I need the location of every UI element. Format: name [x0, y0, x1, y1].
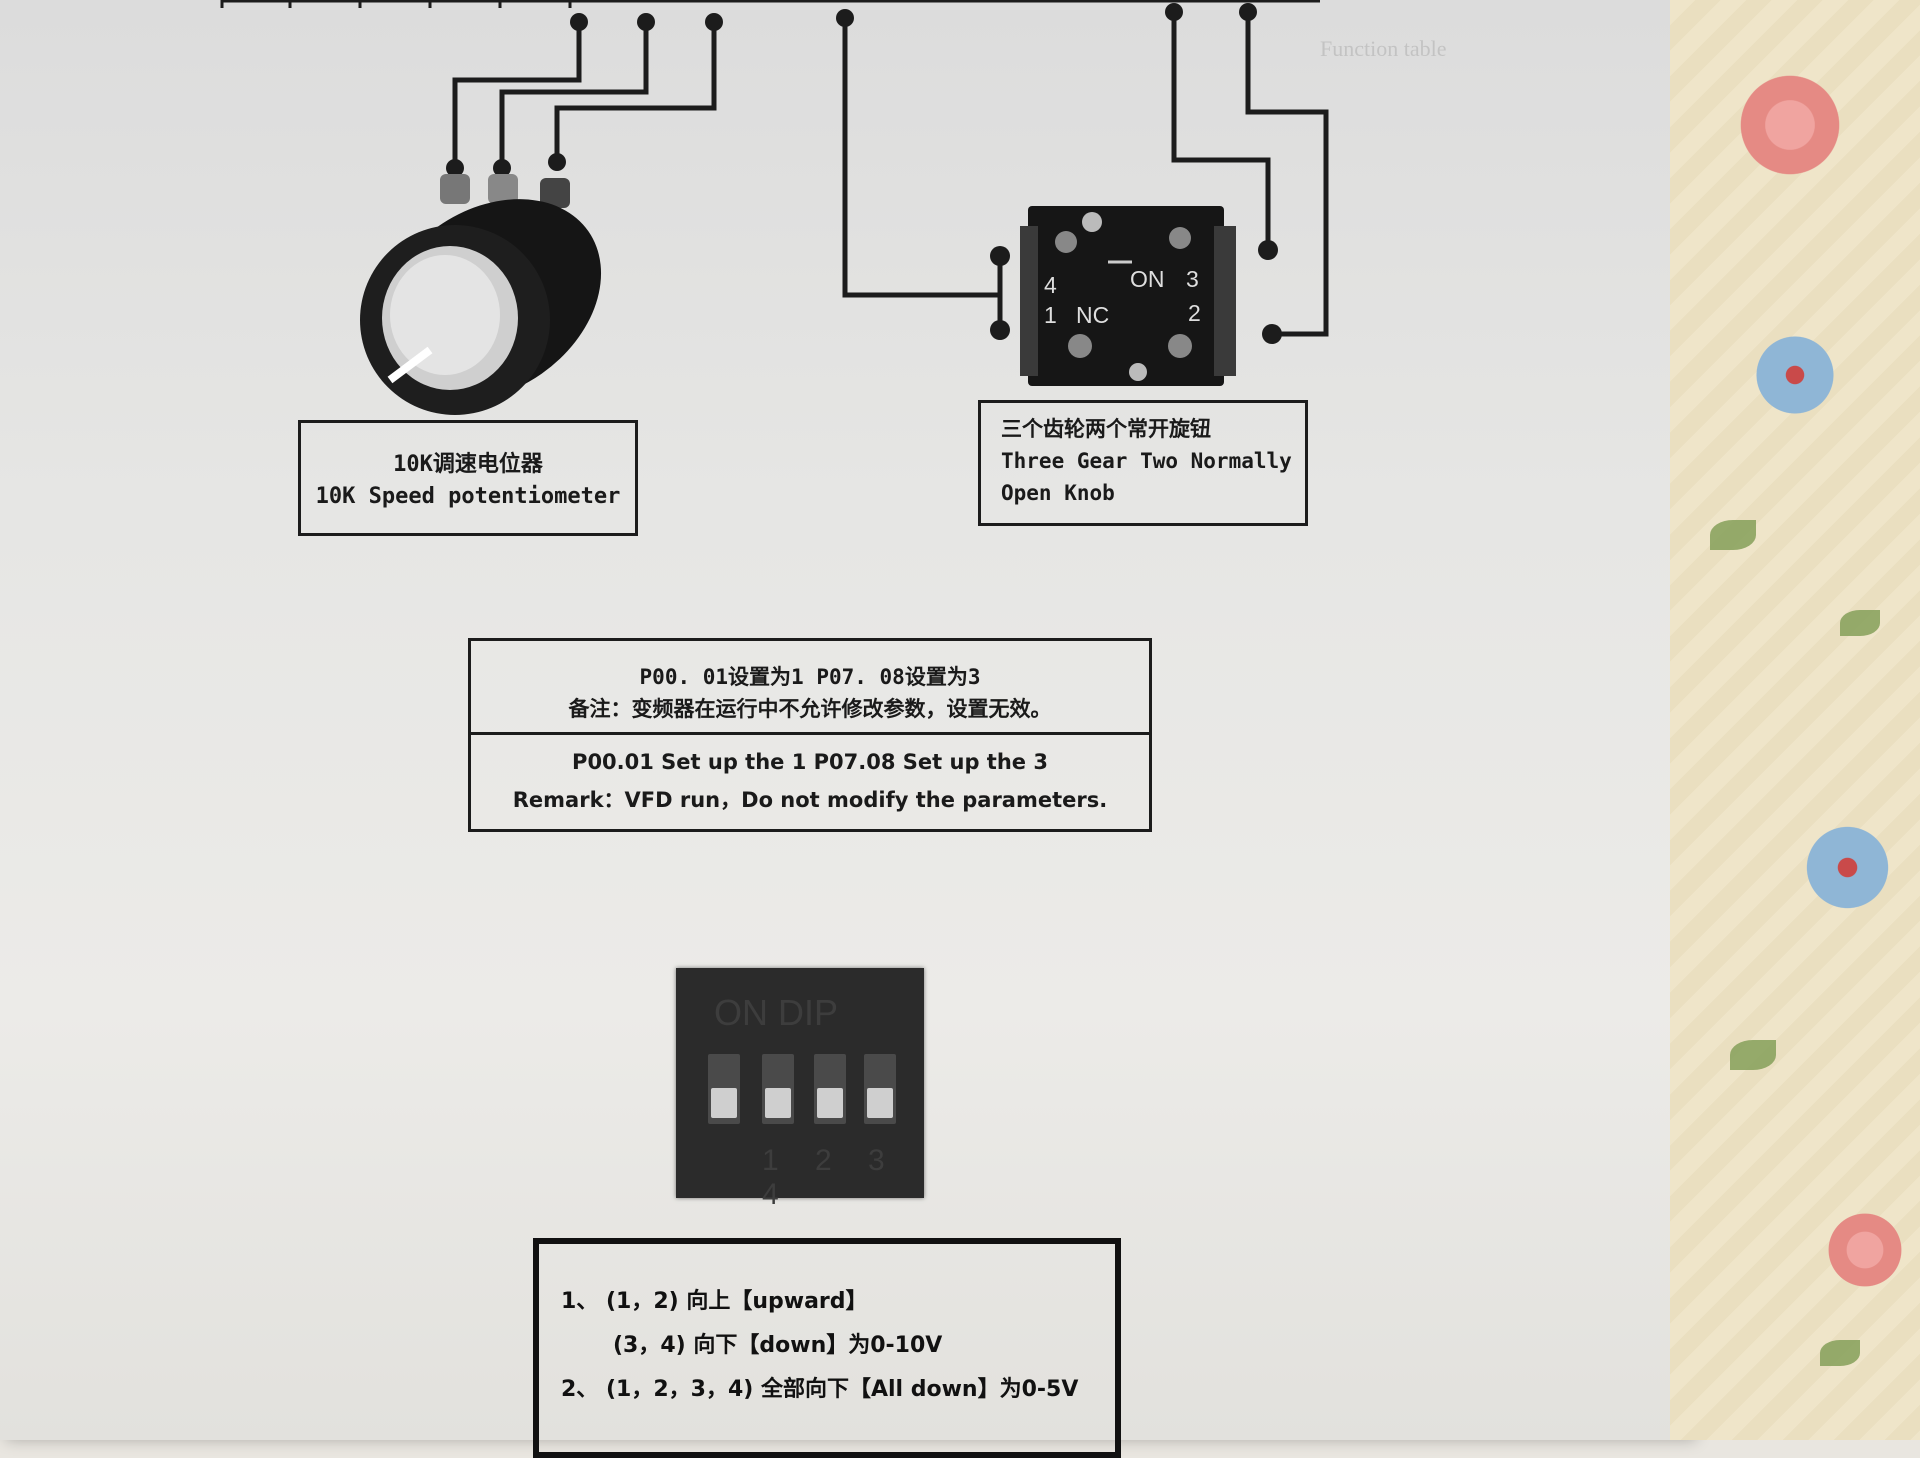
leaf [1730, 1040, 1776, 1070]
note-cn-line2: 备注：变频器在运行中不允许修改参数，设置无效。 [568, 697, 1052, 721]
knob-wires [842, 12, 1329, 337]
knob-switch-drawing [1020, 206, 1236, 386]
note-english-section: P00.01 Set up the 1 P07.08 Set up the 3 … [471, 735, 1149, 819]
dip-switch-3 [814, 1054, 846, 1124]
flower-red [1730, 70, 1850, 180]
terminal-nc-label: NC [1076, 302, 1110, 328]
terminal-1-label: 1 [1044, 302, 1057, 328]
pot-wires [452, 22, 717, 168]
knob-label-cn: 三个齿轮两个常开旋钮 [1001, 417, 1211, 441]
knob-label-en-line2: Open Knob [1001, 481, 1115, 505]
pot-wire-dots [446, 13, 723, 177]
potentiometer-label-en: 10K Speed potentiometer [315, 484, 621, 509]
terminal-on-label: ON [1130, 266, 1165, 292]
floral-fabric-background [1670, 0, 1920, 1440]
leaf [1710, 520, 1756, 550]
knob-label-en-line1: Three Gear Two Normally [1001, 449, 1292, 473]
note-chinese-section: P00. 01设置为1 P07. 08设置为3 备注：变频器在运行中不允许修改参… [471, 641, 1149, 735]
potentiometer-drawing [360, 174, 602, 415]
knob-terminal-labels: ON 3 4 1 NC 2 [1028, 206, 1224, 386]
note-cn-line1: P00. 01设置为1 P07. 08设置为3 [639, 665, 981, 689]
parameter-note-box: P00. 01设置为1 P07. 08设置为3 备注：变频器在运行中不允许修改参… [468, 638, 1152, 832]
knob-wire-dots [836, 3, 1282, 344]
wiring-diagram [220, 0, 1329, 415]
note-en-line1: P00.01 Set up the 1 P07.08 Set up the 3 [572, 750, 1048, 774]
setting-line-3: 2、 (1，2，3，4) 全部向下【All down】为0-5V [561, 1377, 1079, 1402]
flower-red [1820, 1210, 1910, 1290]
flower-blue [1750, 330, 1840, 420]
setting-line-1: 1、 (1，2) 向上【upward】 [561, 1289, 868, 1314]
dip-switch-2 [762, 1054, 794, 1124]
potentiometer-label-box: 10K调速电位器 10K Speed potentiometer [298, 420, 638, 536]
terminal-strip [220, 0, 1320, 8]
dip-switch-1 [708, 1054, 740, 1124]
terminal-4-label: 4 [1044, 272, 1057, 298]
terminal-3-label: 3 [1186, 266, 1199, 292]
knob-switch-label-box: 三个齿轮两个常开旋钮 Three Gear Two Normally Open … [978, 400, 1308, 526]
dip-switch-photo: ON DIP 1 2 3 4 [676, 968, 924, 1211]
dip-switch-4 [864, 1054, 896, 1124]
leaf [1840, 610, 1880, 636]
switch-settings-box: 1、 (1，2) 向上【upward】 (3，4) 向下【down】为0-10V… [533, 1238, 1121, 1458]
dip-on-text: ON DIP [714, 992, 839, 1033]
setting-line-2: (3，4) 向下【down】为0-10V [613, 1333, 943, 1358]
leaf [1820, 1340, 1860, 1366]
flower-blue [1800, 820, 1895, 915]
note-en-line2: Remark：VFD run，Do not modify the paramet… [512, 788, 1108, 812]
dip-numbers: 1 2 3 4 [762, 1144, 899, 1211]
bleed-through-text: Function table [1320, 36, 1447, 61]
potentiometer-label-cn: 10K调速电位器 [393, 452, 543, 477]
terminal-2-label: 2 [1188, 300, 1201, 326]
